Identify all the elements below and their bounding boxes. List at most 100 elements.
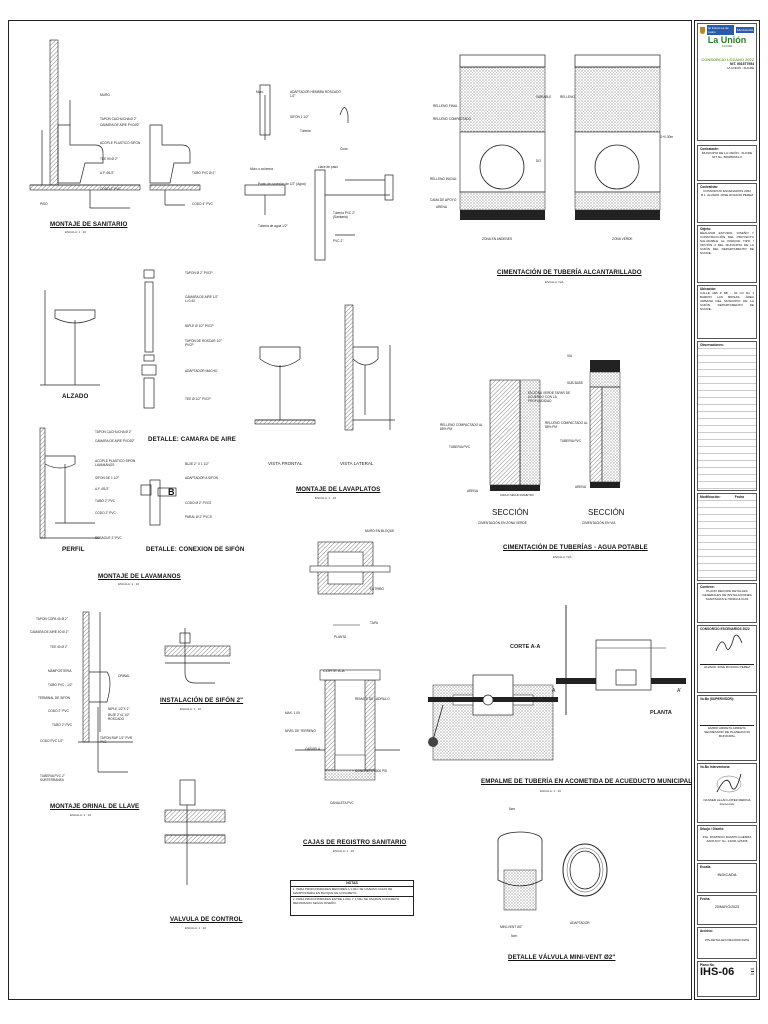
alcantarillado-drawing xyxy=(459,54,661,220)
contratante-value: MUNICIPIO DE LA UNIÓN - SUCRE NIT No. 80… xyxy=(701,151,753,159)
lavaplatos-title: MONTAJE DE LAVAPLATOS xyxy=(296,486,381,493)
alc-label-zona-andenes: ZONA EN ANDENES xyxy=(482,237,513,241)
caja-label-remate: REMATE DE LADRILLO xyxy=(355,697,390,701)
agua-label-subbase: SUB-BASE xyxy=(567,381,584,385)
gov-logo: El Futuro es de todos Minvivienda xyxy=(700,25,754,35)
lavamanos-label-3: SIFON DE 1 1/2" xyxy=(95,476,120,480)
lavamanos-label-5: TUBO 2" PVC xyxy=(95,499,116,503)
sanitario-label-af: A.F. Ø1/2" xyxy=(100,171,115,175)
orinal-label-12: BUJE 2"x1 1/2" ROSCADO xyxy=(108,713,130,721)
lavamanos-alzado-drawing xyxy=(40,290,100,386)
caja-label-planta: PLANTA xyxy=(334,635,347,639)
escala-box: Escala: INDICADA xyxy=(697,863,757,893)
contiene-box: Contiene: PLANO RECORD DETALLES GENERALE… xyxy=(697,583,757,623)
archivo-label: Archivo: xyxy=(700,929,713,933)
caja-label-tapa: TAPA xyxy=(370,621,378,625)
minivent-title: DETALLE VÁLVULA MINI-VENT Ø2" xyxy=(508,954,616,961)
agua-label-tuberia-2: TUBERIA PVC xyxy=(560,439,582,443)
minivent-label-5cm-b: 5cm xyxy=(511,934,518,938)
instalacion-sifon-drawing xyxy=(164,628,231,684)
escala-label: Escala: xyxy=(700,865,712,869)
valvula-control-drawing xyxy=(164,779,226,885)
camara-label-3: TAPON DE ROSCAR 1/2" PVCP xyxy=(185,339,223,347)
consortium-nit: NIT. 901577954 xyxy=(730,62,754,66)
contratante-box: Contratante: MUNICIPIO DE LA UNIÓN - SUC… xyxy=(697,145,757,181)
camara-label-0: TAPON Ø 2" PVCP xyxy=(185,271,213,275)
plano-number: IHS-06 xyxy=(700,965,735,978)
empalme-planta-title: PLANTA xyxy=(650,710,672,716)
agua-potable-drawing xyxy=(489,360,621,491)
camara-title: DETALLE: CAMARA DE AIRE xyxy=(148,436,237,443)
orinal-label-9: TUBERIA PVC 2" SUBTERRANEA xyxy=(40,774,65,782)
agua-label-ancho: ANCHO SEGÚN DIAMETRO xyxy=(500,494,534,497)
sanitario-label-muro: MURO xyxy=(100,93,110,97)
title-block: El Futuro es de todos Minvivienda La Uni… xyxy=(694,20,760,1000)
alc-label-relleno-inicial: RELLENO INICIAL xyxy=(430,177,457,181)
alc-label-015: 0.15m xyxy=(536,211,545,215)
ubicacion-box: Ubicación: CALLE 16B # 8B – 42 LO No 1 B… xyxy=(697,285,757,339)
agua-label-cim-via: CIMENTACIÓN EN VIA xyxy=(582,521,616,525)
municipality-sub: SUCRE xyxy=(721,44,733,48)
lavaplatos-top-drawing xyxy=(244,84,394,261)
agua-label-tuberia: TUBERIA PVC xyxy=(449,445,471,449)
lavamanos-label-4: A.F. Ø1/2" xyxy=(95,487,110,491)
logo-box: El Futuro es de todos Minvivienda La Uni… xyxy=(697,23,757,141)
observaciones-box: Observaciones: xyxy=(697,341,757,491)
orinal-label-7: TUBO 2" PVC xyxy=(52,723,73,727)
contiene-label: Contiene: xyxy=(700,585,715,589)
lavaplatos-label-muro-col: Muro o columna xyxy=(250,167,273,171)
gov-ministry: Minvivienda xyxy=(736,27,754,33)
objeto-box: Objeto: REALIZAR ESTUDIO, DISEÑO Y CONST… xyxy=(697,225,757,283)
agua-label-relleno-2: RELLENO COMPACTADO AL 85% PM xyxy=(545,421,588,429)
fecha-col-label: Fecha xyxy=(734,495,744,499)
lavaplatos-label-llave: Llave de paso xyxy=(318,165,338,169)
camara-label-2: NIPLE Ø 1/2" PVCP xyxy=(185,324,214,328)
dibujo-box: Dibujó / Diseñó: ING. DOMINGO RAMON GUER… xyxy=(697,825,757,861)
sanitario-label-tapon: TAPON CACHUCHA Ø 2" xyxy=(100,117,137,121)
instalacion-sifon-scale: ESCALA: 1 : 10 xyxy=(180,707,202,711)
camara-aire-drawing xyxy=(141,269,157,409)
sanitario-label-tubo: TUBO PVC Ø 2" xyxy=(192,171,216,175)
sanitario-label-codo: CODO 2" PVC xyxy=(100,187,121,191)
orinal-label-5: TERMINAL DE SIFON xyxy=(38,696,70,700)
fecha-value: 20/MAYO/2023 xyxy=(714,905,740,909)
caja-label-nivel: NIVEL DE TERRENO xyxy=(285,729,316,733)
conexion-sifon-drawing: B xyxy=(140,479,177,526)
caja-planta-drawing xyxy=(309,541,391,626)
ubicacion-value: CALLE 16B # 8B – 42 LO No 1 BARRIO LAS B… xyxy=(700,291,754,311)
lavamanos-label-7: DESAGUE 2" PVC xyxy=(95,536,122,540)
orinal-label-1: CAMARA DE AIRE 40 Ø 2" xyxy=(30,630,69,634)
cajas-title: CAJAS DE REGISTRO SANITARIO xyxy=(303,839,407,846)
caja-label-corte: CORTE A-A xyxy=(323,668,345,673)
empalme-title: EMPALME DE TUBERÍA EN ACOMETIDA DE ACUED… xyxy=(481,778,693,785)
sheet-total: 06 xyxy=(750,972,754,976)
empalme-planta-drawing xyxy=(556,605,686,715)
sanitario-label-codo4: CODO 4" PVC xyxy=(192,202,213,206)
instalacion-sifon-title: INSTALACIÓN DE SIFÓN 2" xyxy=(160,697,244,704)
fecha-box: Fecha: 20/MAYO/2023 xyxy=(697,895,757,925)
sheet-number: 06 xyxy=(750,967,754,972)
alc-label-variable: VARIABLE xyxy=(536,95,552,99)
svg-text:B: B xyxy=(168,487,175,497)
sanitario-label-tee: TEE 90 Ø 2" xyxy=(100,157,118,161)
lavaplatos-label-adaptador: ADAPTADOR HEMBRA ROSCADO 1/2" xyxy=(290,90,341,98)
caja-label-canaleta: CANALETA PVC xyxy=(330,801,354,805)
valvula-control-title: VALVULA DE CONTROL xyxy=(170,916,243,923)
alc-label-cama: CAMA DE APOYO xyxy=(430,198,457,202)
alc-label-relleno-final: RELLENO FINAL xyxy=(433,104,458,108)
camara-label-5: TEE Ø 1/2" PVCP xyxy=(185,397,211,401)
alc-label-relleno-comp: RELLENO COMPACTADO xyxy=(433,117,472,121)
supervisor-value: EMIRO ARRIETA ARRIETA SECRETARIO DE PLAN… xyxy=(700,725,754,738)
perfil-title: PERFIL xyxy=(62,546,85,553)
sanitario-label-piso: PISO xyxy=(40,202,48,206)
caja-corte-drawing xyxy=(295,669,400,781)
fecha-label: Fecha: xyxy=(700,897,711,901)
agua-label-relleno: RELLENO COMPACTADO AL 85% PM xyxy=(440,423,483,431)
minivent-label-adaptador: ADAPTADOR xyxy=(570,921,590,925)
alc-label-d2: D/2 xyxy=(536,159,541,163)
contratista-value: CONSORCIO ESCENARIOS 2022 R.L. ALVARO JO… xyxy=(700,189,754,197)
escala-value: INDICADA xyxy=(717,872,737,877)
lavaplatos-scale: ESCALA: 1 : 10 xyxy=(315,496,337,500)
dibujo-value: ING. DOMINGO RAMON GUERRA ZAPA M.P. No. … xyxy=(702,835,752,843)
objeto-label: Objeto: xyxy=(700,227,712,231)
